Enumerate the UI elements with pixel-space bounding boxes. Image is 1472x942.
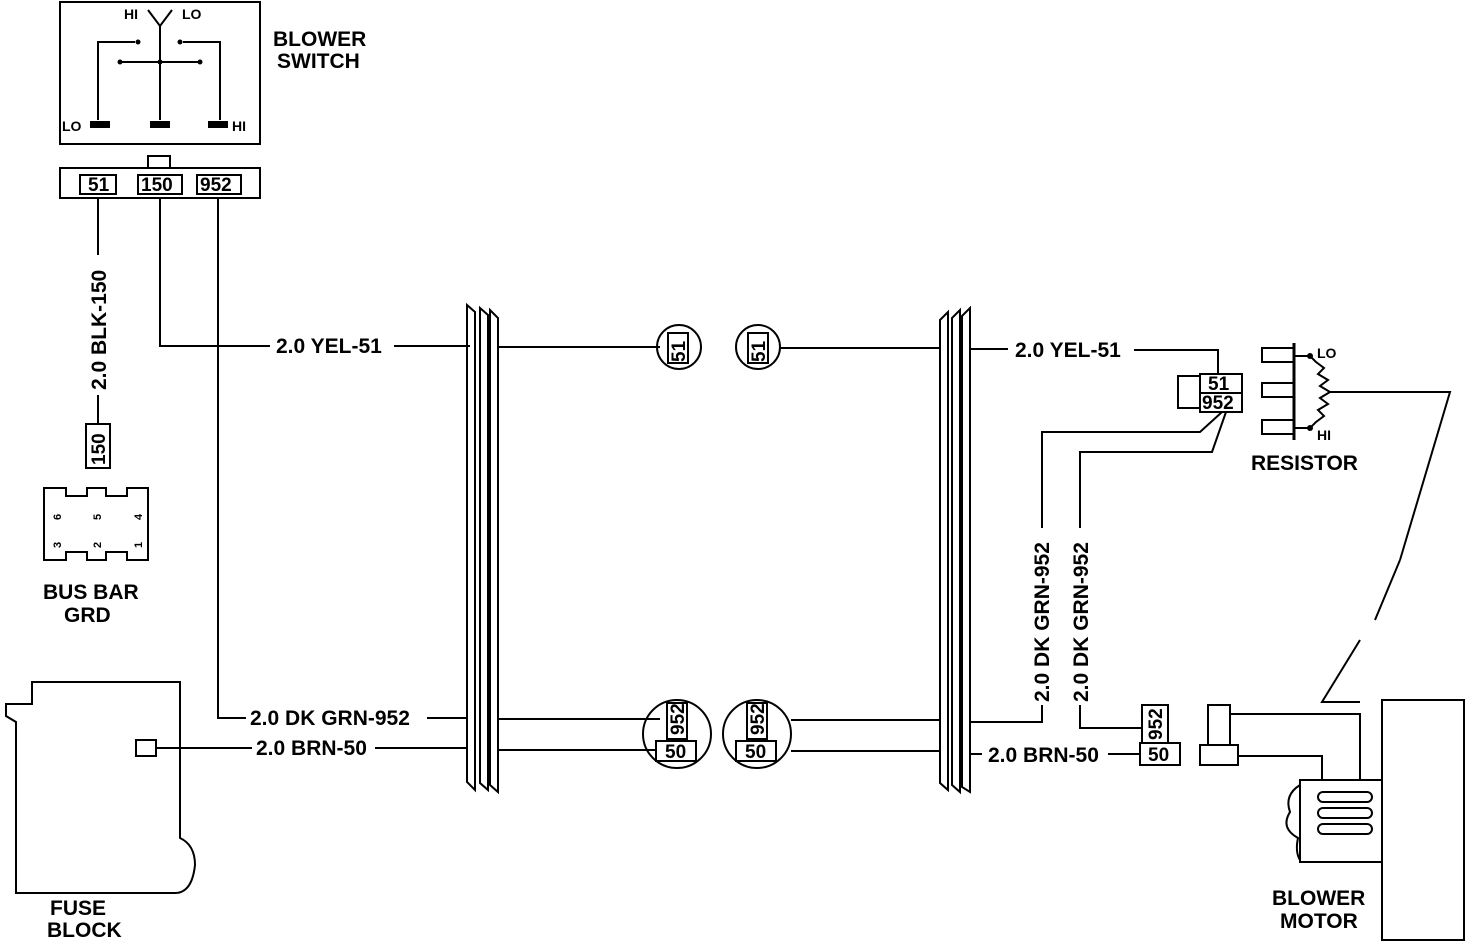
inline-51-left: 51 xyxy=(669,340,690,362)
motor-pin-952: 952 xyxy=(1146,708,1167,740)
resistor-pin-51: 51 xyxy=(1208,374,1230,395)
inline-952-left: 952 xyxy=(668,703,689,735)
switch-pin-952: 952 xyxy=(200,175,232,196)
bus-bar-ground: 6 5 4 3 2 1 BUS BAR GRD xyxy=(43,487,149,627)
wire-label-dkgrn-952-right-2: 2.0 DK GRN-952 xyxy=(1070,542,1093,702)
resistor-lo-label: LO xyxy=(1317,345,1337,361)
fuse-block-title-2: BLOCK xyxy=(47,919,122,942)
blower-switch: HI LO LO HI BLOWER SWITCH xyxy=(59,1,366,145)
inline-50-right: 50 xyxy=(745,742,766,763)
bus-pin-4: 4 xyxy=(133,513,145,520)
blower-switch-title-2: SWITCH xyxy=(277,50,360,73)
ground-tag-150: 150 xyxy=(89,433,110,465)
wire-label-brn-50-right: 2.0 BRN-50 xyxy=(988,744,1099,767)
switch-connector: 51 150 952 xyxy=(59,155,261,199)
wire-label-yel-51-left: 2.0 YEL-51 xyxy=(276,335,382,358)
bus-pin-3: 3 xyxy=(52,542,64,548)
resistor-hi-label: HI xyxy=(1317,427,1331,443)
hi-terminal-label: HI xyxy=(232,118,246,134)
motor-pin-50: 50 xyxy=(1148,745,1169,766)
switch-pin-150: 150 xyxy=(141,175,173,196)
blower-motor-title-2: MOTOR xyxy=(1280,910,1358,933)
fuse-block: FUSE BLOCK xyxy=(5,681,252,942)
blower-motor-title-1: BLOWER xyxy=(1272,887,1365,910)
inline-952-right: 952 xyxy=(748,703,769,735)
resistor-connector: 51 952 xyxy=(1177,373,1243,414)
inline-51-right: 51 xyxy=(749,340,770,362)
bus-bar-title-2: GRD xyxy=(64,604,111,627)
switch-hi-label: HI xyxy=(124,6,138,22)
wire-label-dkgrn-952-right-1: 2.0 DK GRN-952 xyxy=(1031,542,1054,702)
resistor: LO HI RESISTOR xyxy=(1251,343,1452,703)
bus-pin-2: 2 xyxy=(92,542,104,548)
switch-pin-51: 51 xyxy=(88,175,110,196)
bus-pin-6: 6 xyxy=(52,514,64,520)
wire-label-brn-50-left: 2.0 BRN-50 xyxy=(256,737,367,760)
lo-terminal-label: LO xyxy=(62,118,82,134)
bus-pin-1: 1 xyxy=(133,542,145,548)
resistor-title: RESISTOR xyxy=(1251,452,1358,475)
blower-switch-title-1: BLOWER xyxy=(273,28,366,51)
resistor-pin-952: 952 xyxy=(1202,393,1234,414)
fuse-block-title-1: FUSE xyxy=(50,897,106,920)
inline-50-left: 50 xyxy=(665,742,686,763)
wire-label-blk-150: 2.0 BLK-150 xyxy=(88,270,111,390)
motor-connector: 952 50 xyxy=(1139,704,1181,766)
wire-label-yel-51-right: 2.0 YEL-51 xyxy=(1015,339,1121,362)
left-bulkhead xyxy=(466,302,499,795)
bus-pin-5: 5 xyxy=(92,514,104,520)
right-bulkhead xyxy=(939,305,971,795)
bus-bar-title-1: BUS BAR xyxy=(43,581,139,604)
wire-label-dkgrn-952-left: 2.0 DK GRN-952 xyxy=(250,707,410,730)
switch-lo-label: LO xyxy=(182,6,202,22)
blower-motor: BLOWER MOTOR xyxy=(1199,699,1465,941)
